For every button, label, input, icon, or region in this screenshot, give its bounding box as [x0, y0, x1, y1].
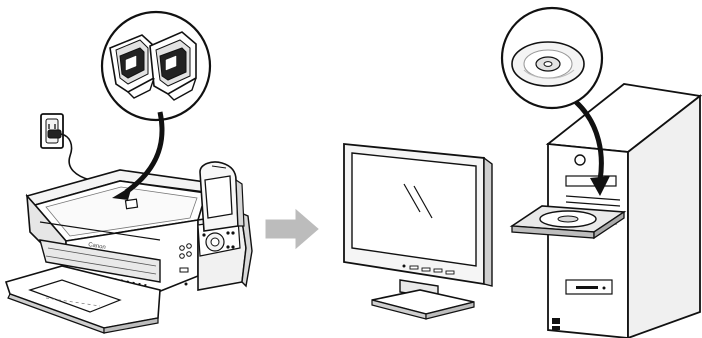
cd-rom-icon: [502, 8, 602, 108]
process-arrow-icon: [266, 210, 318, 248]
ink-cartridges-icon: [102, 12, 210, 120]
desktop-tower-icon: [512, 84, 700, 338]
monitor-icon: [344, 144, 492, 319]
